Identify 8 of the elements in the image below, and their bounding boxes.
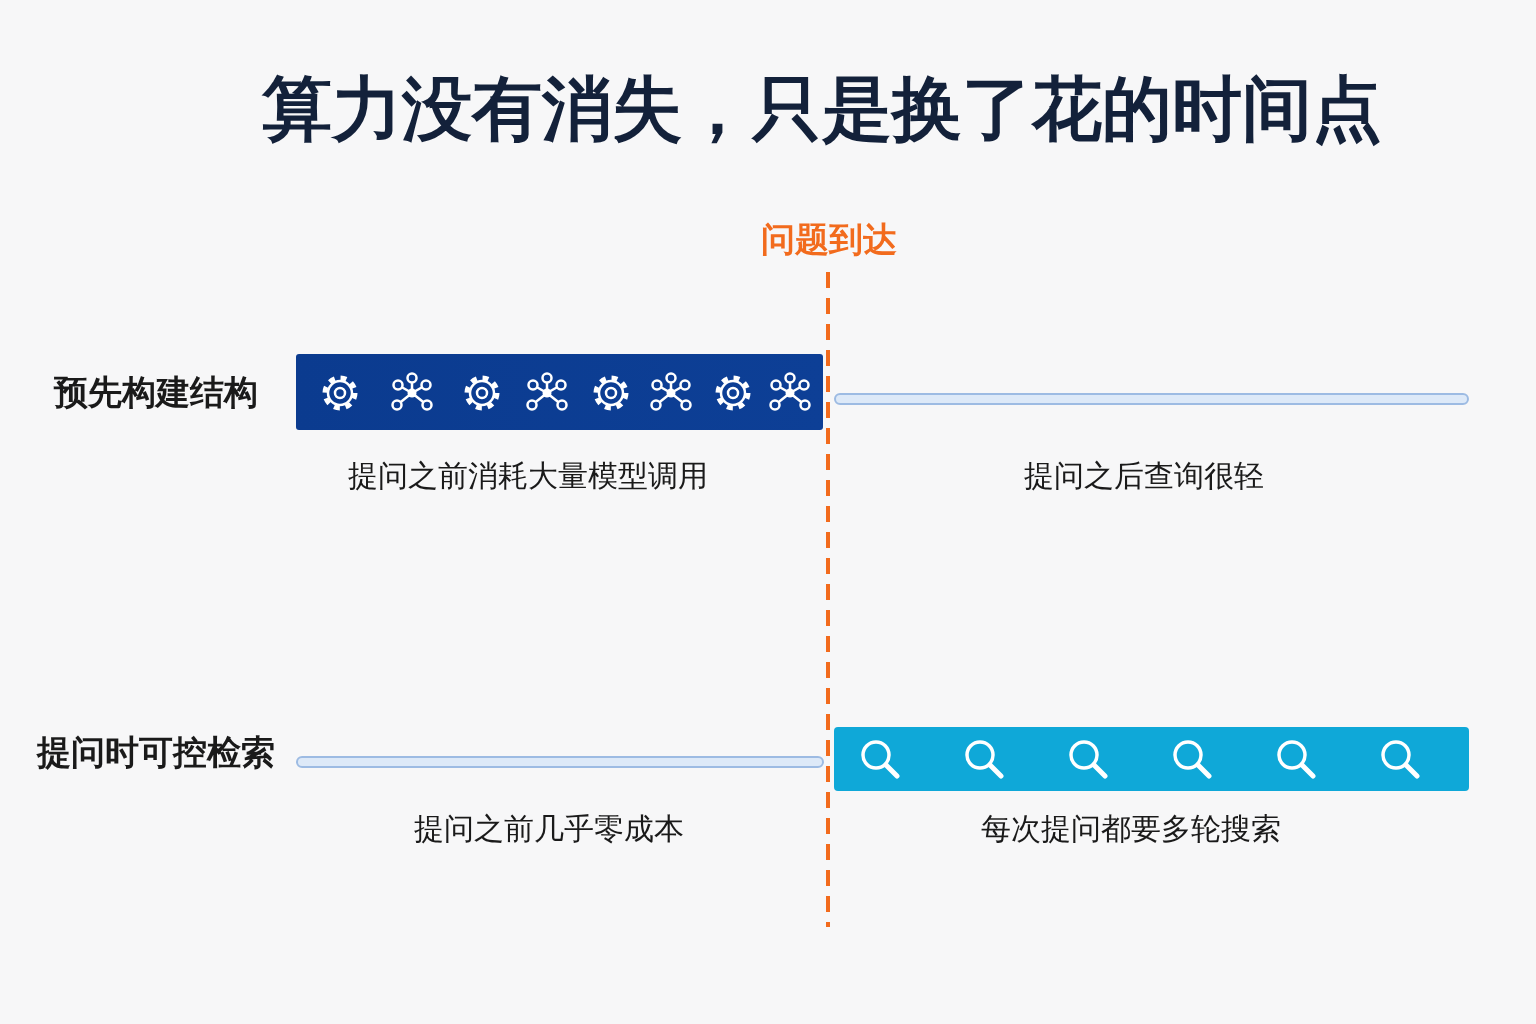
bar-caption: 提问之前消耗大量模型调用: [348, 456, 708, 495]
bar-caption: 提问之前几乎零成本: [414, 809, 684, 848]
marker-label: 问题到达: [761, 218, 897, 261]
title: 算力没有消失，只是换了花的时间点: [262, 67, 1382, 152]
row-label: 预先构建结构: [54, 371, 258, 414]
bar-caption: 提问之后查询很轻: [1024, 456, 1264, 495]
row-label: 提问时可控检索: [37, 731, 275, 774]
bar-caption: 每次提问都要多轮搜索: [981, 809, 1281, 848]
